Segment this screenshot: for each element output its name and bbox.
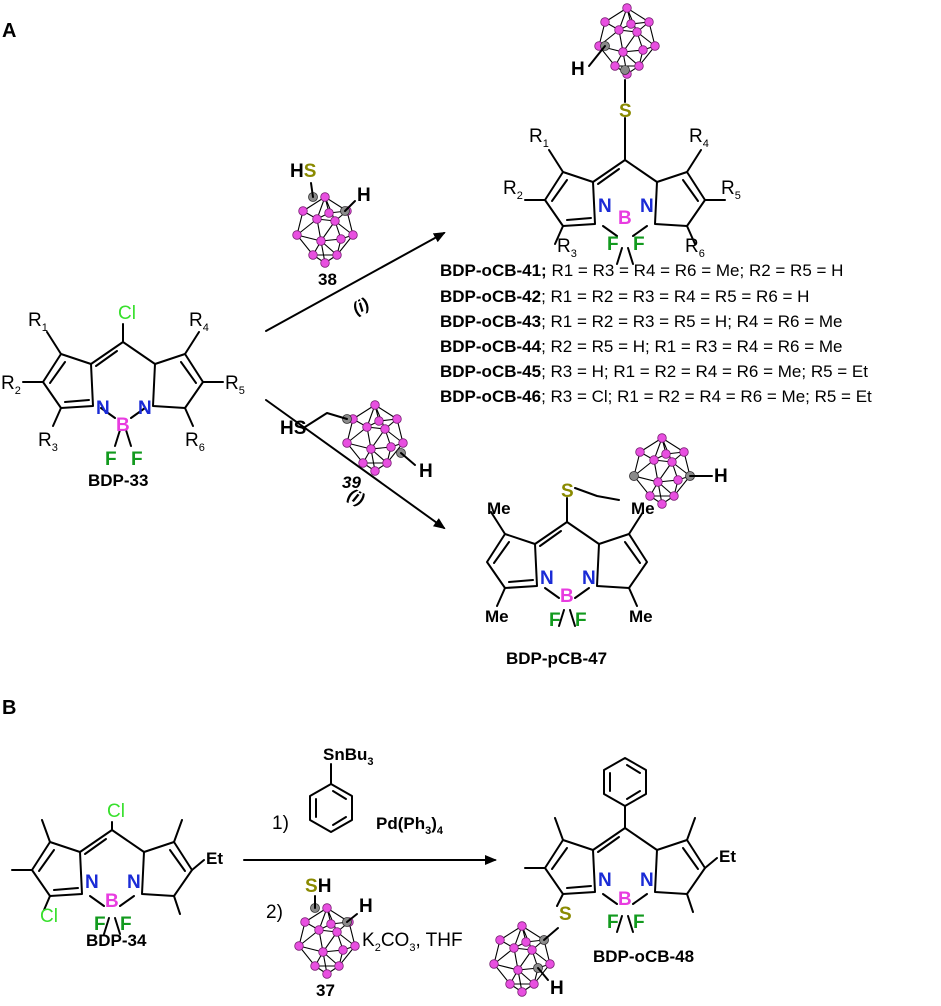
svg-text:R1: R1: [28, 310, 48, 334]
reaction-arrow-lower: [265, 399, 446, 530]
svg-text:B: B: [116, 415, 130, 436]
reagent-37: SH H: [294, 876, 373, 979]
condition-i-upper: (i): [349, 294, 372, 318]
carborane-cage-ortho-48: H: [489, 921, 564, 999]
svg-text:H: H: [550, 978, 564, 999]
svg-text:R6: R6: [685, 236, 705, 260]
svg-text:N: N: [640, 196, 654, 217]
svg-text:HS: HS: [280, 418, 306, 439]
svg-text:R2: R2: [503, 178, 523, 202]
reagent-39: HS H: [280, 400, 433, 482]
svg-text:Me: Me: [629, 607, 653, 626]
svg-text:H: H: [359, 896, 373, 917]
reagent-label-38: 38: [318, 270, 337, 289]
molecule-bdp-pcb-47: S N N B F F Me Me Me Me: [485, 481, 655, 631]
product-line-44: BDP-oCB-44; R2 = R5 = H; R1 = R3 = R4 = …: [440, 337, 842, 356]
molecule-bdp-ocb-41-46: S N N B F F R1 R2 R3 R4 R5 R6: [503, 79, 741, 265]
svg-text:R4: R4: [189, 310, 209, 334]
compound-label-bdp-pcb-47: BDP-pCB-47: [506, 649, 607, 668]
base-solvent-label: K2CO3, THF: [362, 930, 463, 954]
product-line-46: BDP-oCB-46; R3 = Cl; R1 = R2 = R4 = R6 =…: [440, 387, 872, 406]
svg-text:R6: R6: [185, 430, 205, 454]
svg-text:N: N: [540, 568, 554, 589]
reagent-phenyltributyltin: SnBu3: [309, 745, 374, 833]
catalyst-label: Pd(Ph3)4: [376, 814, 444, 837]
reagent-38: HS H: [290, 161, 371, 268]
svg-text:R2: R2: [1, 373, 21, 397]
panel-label-b: B: [2, 697, 16, 719]
svg-text:R3: R3: [557, 236, 577, 260]
svg-text:Cl: Cl: [107, 801, 125, 822]
step-2-label: 2): [266, 902, 283, 923]
svg-text:N: N: [598, 196, 612, 217]
svg-text:B: B: [105, 891, 119, 912]
svg-text:S: S: [559, 904, 572, 925]
svg-text:F: F: [549, 610, 561, 631]
molecule-bdp-ocb-48: N N B F F S Et: [524, 805, 736, 933]
product-list: BDP-oCB-41; R1 = R3 = R4 = R6 = Me; R2 =…: [440, 261, 872, 406]
compound-label-bdp-ocb-48: BDP-oCB-48: [593, 947, 694, 966]
svg-text:N: N: [598, 870, 612, 891]
svg-text:R5: R5: [225, 373, 245, 397]
svg-text:Me: Me: [631, 499, 655, 518]
step-1-label: 1): [272, 813, 289, 834]
svg-text:Me: Me: [487, 499, 511, 518]
svg-text:H: H: [571, 59, 585, 80]
svg-text:R1: R1: [529, 126, 549, 150]
svg-text:F: F: [131, 449, 143, 470]
svg-text:Cl: Cl: [118, 303, 136, 324]
reagent-label-37: 37: [316, 981, 335, 1000]
svg-text:F: F: [607, 912, 619, 933]
svg-text:B: B: [618, 208, 632, 229]
svg-text:S: S: [561, 481, 574, 502]
svg-text:B: B: [618, 889, 632, 910]
svg-text:F: F: [94, 914, 106, 935]
svg-text:B: B: [560, 586, 574, 607]
svg-text:F: F: [105, 449, 117, 470]
svg-text:N: N: [96, 398, 110, 419]
svg-text:N: N: [582, 568, 596, 589]
svg-text:Et: Et: [206, 849, 223, 868]
phenyl-ring-48: [603, 757, 647, 807]
svg-text:SnBu3: SnBu3: [323, 745, 374, 768]
svg-text:F: F: [120, 914, 132, 935]
molecule-bdp-33: Cl N N B F F R1 R2 R3 R4 R5 R6: [1, 303, 245, 470]
svg-text:N: N: [127, 872, 141, 893]
panel-label-a: A: [2, 20, 16, 42]
svg-text:F: F: [633, 234, 645, 255]
svg-text:N: N: [85, 872, 99, 893]
svg-text:F: F: [633, 912, 645, 933]
carborane-cage-para: H: [629, 433, 728, 509]
svg-text:H: H: [357, 185, 371, 206]
svg-text:H: H: [714, 466, 728, 487]
svg-text:HS: HS: [290, 161, 316, 182]
svg-text:F: F: [607, 234, 619, 255]
reagent-label-39: 39: [342, 473, 361, 492]
product-line-41: BDP-oCB-41; R1 = R3 = R4 = R6 = Me; R2 =…: [440, 261, 843, 280]
molecule-bdp-34: Cl N N B F F Cl Et: [11, 801, 223, 935]
compound-label-bdp-33: BDP-33: [88, 471, 148, 490]
svg-text:S: S: [619, 101, 632, 122]
svg-text:H: H: [419, 461, 433, 482]
svg-text:SH: SH: [305, 876, 331, 897]
svg-text:R3: R3: [38, 430, 58, 454]
svg-text:Me: Me: [485, 607, 509, 626]
svg-text:R4: R4: [689, 126, 709, 150]
svg-text:N: N: [640, 870, 654, 891]
svg-text:Et: Et: [719, 847, 736, 866]
svg-text:Cl: Cl: [40, 906, 58, 927]
svg-text:N: N: [138, 398, 152, 419]
svg-text:R5: R5: [721, 178, 741, 202]
svg-text:F: F: [575, 610, 587, 631]
product-line-45: BDP-oCB-45; R3 = H; R1 = R2 = R4 = R6 = …: [440, 362, 868, 381]
compound-label-bdp-34: BDP-34: [86, 931, 147, 950]
carborane-cage-ortho-top: H: [571, 3, 660, 80]
reaction-arrow-upper: [265, 232, 446, 332]
product-line-42: BDP-oCB-42; R1 = R2 = R3 = R4 = R5 = R6 …: [440, 287, 809, 306]
product-line-43: BDP-oCB-43; R1 = R2 = R3 = R5 = H; R4 = …: [440, 312, 842, 331]
